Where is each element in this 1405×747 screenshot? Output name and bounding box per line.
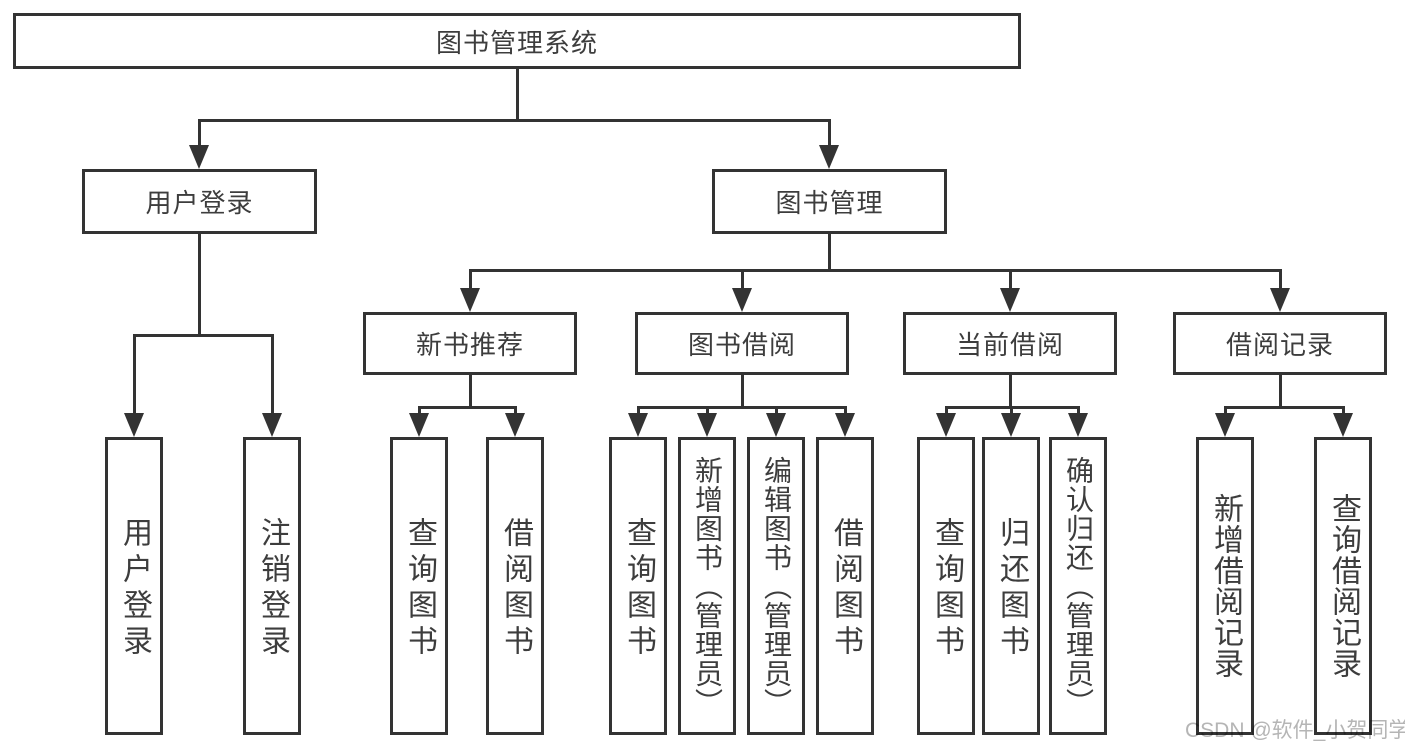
node-new-book-rec-label: 新书推荐 (415, 330, 524, 360)
arrowhead-leaf (505, 413, 525, 437)
connector-drop (1077, 406, 1080, 416)
connector-new-book-rec-branch (418, 406, 517, 409)
connector-drop (945, 406, 948, 416)
connector-user-login-stem (198, 234, 201, 335)
csdn-watermark: CSDN @软件_小贺同学 (1185, 719, 1405, 742)
connector-book-borrow-stem (741, 375, 744, 408)
node-leaf-return-book: 归还图书 (982, 437, 1040, 735)
connector-drop-new-book-rec (469, 269, 472, 290)
node-leaf-query-books-rec-label: 查询图书 (403, 517, 436, 661)
arrowhead-leaf (936, 413, 956, 437)
node-book-mgmt-label: 图书管理 (775, 188, 884, 218)
arrowhead-book-mgmt (819, 145, 839, 169)
node-leaf-add-borrow-record: 新增借阅记录 (1196, 437, 1254, 735)
node-leaf-borrow-books-borrow: 借阅图书 (816, 437, 874, 735)
connector-level3-branch (469, 269, 1282, 272)
node-user-login: 用户登录 (82, 169, 317, 234)
connector-drop (1010, 406, 1013, 416)
node-leaf-add-book-admin: 新增图书（管理员） (678, 437, 736, 735)
node-root: 图书管理系统 (13, 13, 1021, 69)
connector-level2-branch (198, 119, 831, 122)
node-leaf-query-books-rec: 查询图书 (390, 437, 448, 735)
node-leaf-query-books-current: 查询图书 (917, 437, 975, 735)
node-leaf-borrow-books-borrow-label: 借阅图书 (829, 517, 862, 661)
connector-drop (418, 406, 421, 416)
connector-root-stem (516, 69, 519, 120)
arrowhead-leaf (835, 413, 855, 437)
node-new-book-rec: 新书推荐 (363, 312, 577, 375)
node-leaf-borrow-books-rec: 借阅图书 (486, 437, 544, 735)
node-leaf-query-books-borrow: 查询图书 (609, 437, 667, 735)
arrowhead-leaf (1333, 413, 1353, 437)
node-book-borrow: 图书借阅 (635, 312, 849, 375)
connector-drop-current-borrow (1009, 269, 1012, 290)
connector-drop (637, 406, 640, 416)
connector-current-borrow-stem (1009, 375, 1012, 408)
connector-book-mgmt-stem (828, 234, 831, 271)
connector-drop (1342, 406, 1345, 416)
arrowhead-borrow-records (1270, 288, 1290, 312)
node-root-label: 图书管理系统 (435, 27, 598, 58)
arrowhead-leaf (1215, 413, 1235, 437)
connector-drop (706, 406, 709, 416)
node-leaf-return-book-label: 归还图书 (995, 517, 1028, 661)
connector-drop-leaf-user-login (133, 334, 136, 415)
arrowhead-leaf (1001, 413, 1021, 437)
node-leaf-borrow-books-rec-label: 借阅图书 (499, 517, 532, 661)
node-borrow-records-label: 借阅记录 (1225, 330, 1334, 360)
arrowhead-leaf (766, 413, 786, 437)
connector-borrow-records-stem (1279, 375, 1282, 408)
connector-drop-leaf-logout (271, 334, 274, 415)
node-borrow-records: 借阅记录 (1173, 312, 1387, 375)
node-user-login-label: 用户登录 (145, 188, 254, 218)
connector-drop-user-login (198, 119, 201, 147)
connector-borrow-records-branch (1224, 406, 1345, 409)
connector-drop (844, 406, 847, 416)
node-leaf-user-login: 用户登录 (105, 437, 163, 735)
node-leaf-logout-label: 注销登录 (256, 517, 289, 661)
node-current-borrow: 当前借阅 (903, 312, 1117, 375)
node-leaf-query-books-current-label: 查询图书 (930, 517, 963, 661)
connector-drop-book-mgmt (828, 119, 831, 147)
connector-drop (1224, 406, 1227, 416)
connector-drop-borrow-records (1279, 269, 1282, 290)
arrowhead-leaf (409, 413, 429, 437)
arrowhead-leaf-logout (262, 413, 282, 437)
node-leaf-confirm-return-admin: 确认归还（管理员） (1049, 437, 1107, 735)
connector-user-login-branch (133, 334, 274, 337)
node-book-mgmt: 图书管理 (712, 169, 947, 234)
arrowhead-leaf (628, 413, 648, 437)
connector-drop (775, 406, 778, 416)
connector-book-borrow-branch (637, 406, 847, 409)
arrowhead-leaf (697, 413, 717, 437)
node-leaf-query-borrow-record-label: 查询借阅记录 (1327, 493, 1360, 679)
connector-drop-book-borrow (741, 269, 744, 290)
node-leaf-edit-book-admin: 编辑图书（管理员） (747, 437, 805, 735)
node-leaf-logout: 注销登录 (243, 437, 301, 735)
arrowhead-leaf (1068, 413, 1088, 437)
node-leaf-add-borrow-record-label: 新增借阅记录 (1209, 493, 1242, 679)
arrowhead-user-login (189, 145, 209, 169)
node-leaf-edit-book-admin-label: 编辑图书（管理员） (761, 455, 792, 717)
node-leaf-confirm-return-admin-label: 确认归还（管理员） (1063, 455, 1094, 717)
arrowhead-leaf-user-login (124, 413, 144, 437)
node-leaf-query-books-borrow-label: 查询图书 (622, 517, 655, 661)
arrowhead-current-borrow (1000, 288, 1020, 312)
node-book-borrow-label: 图书借阅 (687, 330, 796, 360)
node-leaf-user-login-label: 用户登录 (118, 517, 151, 661)
connector-drop (514, 406, 517, 416)
node-current-borrow-label: 当前借阅 (955, 330, 1064, 360)
node-leaf-add-book-admin-label: 新增图书（管理员） (692, 455, 723, 717)
arrowhead-book-borrow (732, 288, 752, 312)
node-leaf-query-borrow-record: 查询借阅记录 (1314, 437, 1372, 735)
arrowhead-new-book-rec (460, 288, 480, 312)
connector-new-book-rec-stem (469, 375, 472, 408)
